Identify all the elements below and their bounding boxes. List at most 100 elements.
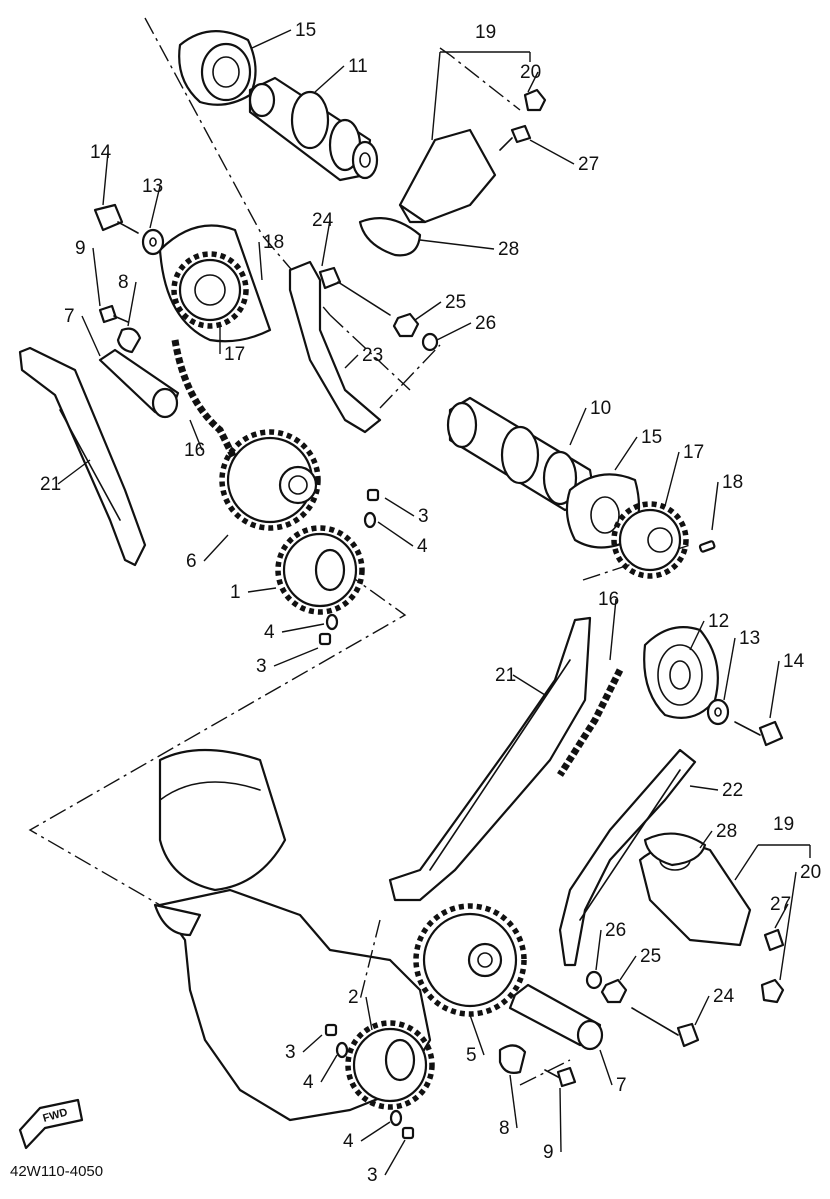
- callout-leader-17: [664, 451, 680, 507]
- callout-label-19: 19: [773, 814, 794, 835]
- bolt-24-upper: [318, 266, 391, 316]
- tensioner-guide-23: [288, 260, 382, 434]
- plate-8-lower: [498, 1044, 527, 1074]
- callout-label-23: 23: [362, 345, 383, 366]
- spring-3-upper-b: [318, 632, 332, 646]
- callout-leader-21: [57, 459, 91, 485]
- callout-label-27: 27: [770, 894, 791, 915]
- callout-leader-28: [419, 239, 495, 250]
- callout-leader-20: [779, 871, 797, 981]
- bearing-15-upper: [178, 30, 257, 106]
- callout-leader-6: [203, 534, 229, 562]
- callout-label-4: 4: [417, 536, 428, 557]
- guide-21-lower: [388, 616, 592, 902]
- callout-label-17: 17: [224, 344, 245, 365]
- callout-leader-8: [509, 1074, 518, 1129]
- guide-21-upper: [18, 346, 147, 567]
- callout-leader-3: [384, 497, 415, 517]
- callout-leader-23: [344, 354, 359, 369]
- callout-label-11: 11: [348, 56, 368, 77]
- pin-4-upper-a: [363, 511, 377, 529]
- callout-label-7: 7: [616, 1075, 627, 1096]
- callout-leader-3: [384, 1139, 406, 1176]
- callout-leader-16: [609, 598, 617, 661]
- gear-1: [275, 525, 365, 615]
- callout-label-28: 28: [498, 239, 519, 260]
- callout-leader-9: [92, 247, 101, 307]
- pin-4-lower-a: [335, 1041, 349, 1059]
- callout-label-20: 20: [800, 862, 821, 883]
- callout-label-20: 20: [520, 62, 541, 83]
- callout-leader-12: [689, 620, 705, 651]
- shaft-7-upper: [98, 348, 180, 419]
- callout-leader-2: [365, 996, 373, 1031]
- drive-gear-6: [219, 429, 321, 531]
- callout-leader-4: [281, 623, 325, 633]
- group-19-bracket: [431, 51, 441, 141]
- callout-label-13: 13: [142, 176, 163, 197]
- callout-leader-3: [273, 647, 319, 667]
- callout-label-26: 26: [475, 313, 496, 334]
- callout-leader-26: [436, 322, 472, 341]
- callout-leader-4: [360, 1121, 391, 1142]
- callout-leader-24: [694, 995, 710, 1026]
- callout-leader-27: [774, 903, 789, 929]
- camshaft-11: [248, 76, 379, 182]
- callout-label-8: 8: [499, 1118, 510, 1139]
- callout-label-15: 15: [641, 427, 662, 448]
- cap-20-lower: [760, 978, 785, 1004]
- shaft-7-lower: [508, 983, 604, 1051]
- callout-label-1: 1: [230, 582, 241, 603]
- callout-leader-4: [320, 1054, 338, 1083]
- callout-label-3: 3: [256, 656, 267, 677]
- gear-2: [345, 1020, 435, 1110]
- bolt-24-lower: [631, 1007, 700, 1048]
- bolt-9-lower: [544, 1066, 577, 1088]
- callout-leader-24: [321, 219, 331, 267]
- callout-leader-7: [81, 315, 101, 357]
- callout-label-4: 4: [264, 622, 275, 643]
- callout-label-27: 27: [578, 154, 599, 175]
- callout-label-5: 5: [466, 1045, 477, 1066]
- callout-label-16: 16: [598, 589, 619, 610]
- callout-leader-15: [614, 436, 638, 471]
- callout-leader-13: [149, 185, 161, 229]
- washer-26-upper: [421, 332, 439, 352]
- gasket-28-upper: [358, 217, 422, 257]
- cap-20-upper: [523, 88, 547, 112]
- timing-chain-16-upper: [171, 339, 244, 472]
- callout-label-17: 17: [683, 442, 704, 463]
- callout-label-21: 21: [495, 665, 516, 686]
- washer-26-lower: [585, 970, 603, 990]
- callout-label-4: 4: [303, 1072, 314, 1093]
- callout-leader-11: [314, 65, 345, 93]
- timing-chain-16-lower: [557, 668, 624, 777]
- callout-label-6: 6: [186, 551, 197, 572]
- callout-leader-4: [377, 521, 414, 547]
- bearing-12: [643, 626, 719, 719]
- callout-leader-8: [127, 281, 137, 327]
- callout-label-25: 25: [445, 292, 466, 313]
- callout-label-16: 16: [184, 440, 205, 461]
- callout-leader-27: [529, 139, 575, 165]
- plate-8-upper: [116, 327, 142, 354]
- callout-label-7: 7: [64, 306, 75, 327]
- callout-label-18: 18: [722, 472, 743, 493]
- figure-code: 42W110-4050: [10, 1163, 103, 1180]
- callout-label-22: 22: [722, 780, 743, 801]
- callout-leader-10: [569, 407, 587, 446]
- bolt-27-lower: [763, 928, 785, 952]
- pin-4-lower-b: [389, 1109, 403, 1127]
- spring-3-lower-b: [401, 1126, 415, 1140]
- pin-4-upper-b: [325, 613, 339, 631]
- spring-3-lower-a: [324, 1023, 338, 1037]
- callout-label-15: 15: [295, 20, 316, 41]
- callout-leader-16: [189, 419, 203, 451]
- callout-label-9: 9: [75, 238, 86, 259]
- callout-label-26: 26: [605, 920, 626, 941]
- washer-13-lower: [706, 698, 730, 726]
- callout-label-21: 21: [40, 474, 61, 495]
- callout-label-10: 10: [590, 398, 611, 419]
- gasket-28-lower: [643, 832, 707, 867]
- callout-leader-3: [302, 1034, 323, 1053]
